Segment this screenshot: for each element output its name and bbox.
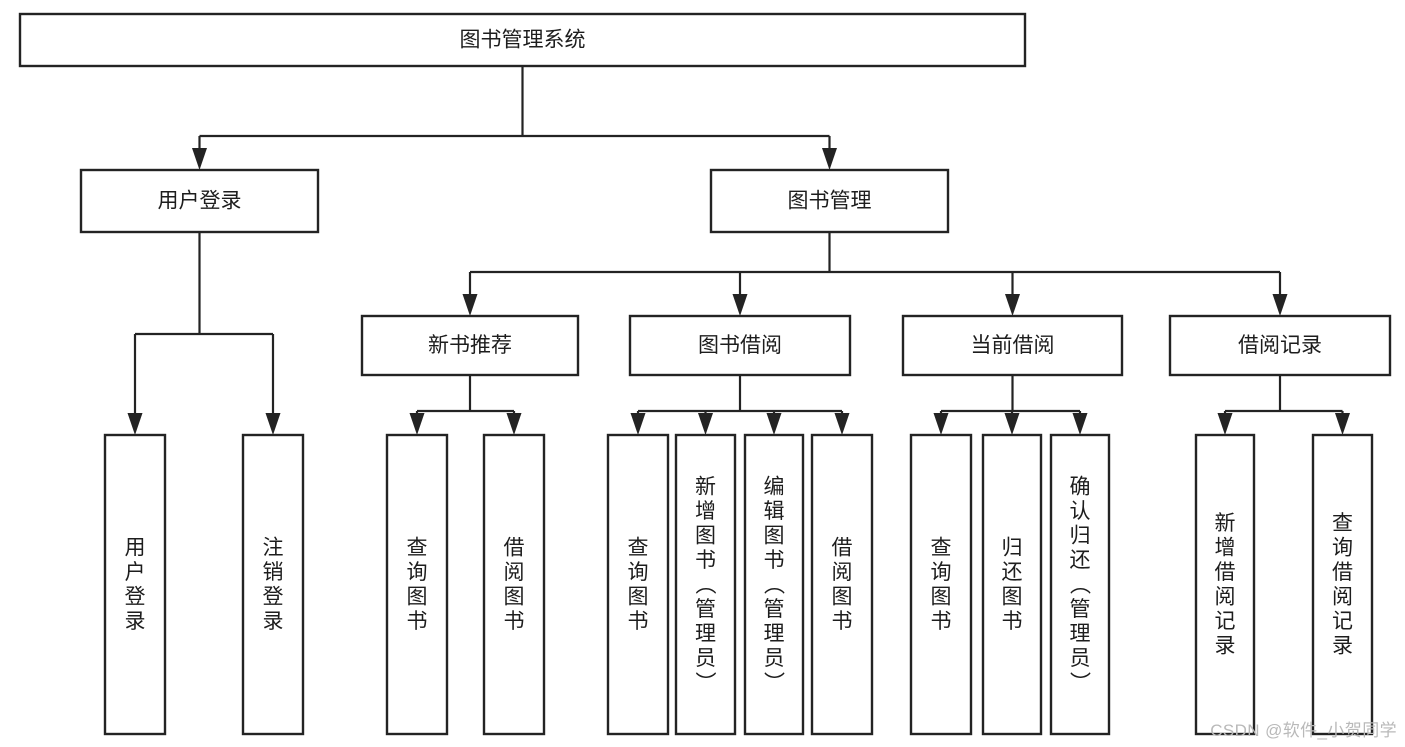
node-leaf-3[interactable]: 借阅图书 xyxy=(482,433,546,736)
watermark-label: CSDN @软件_小贺同学 xyxy=(1210,721,1397,740)
node-label: 新增借阅记录 xyxy=(1215,512,1236,658)
node-label: 借阅图书 xyxy=(832,537,853,634)
node-level3-3[interactable]: 借阅记录 xyxy=(1168,314,1392,377)
nodes-layer: 图书管理系统用户登录图书管理新书推荐图书借阅当前借阅借阅记录用户登录注销登录查询… xyxy=(18,12,1392,736)
node-label: 查询图书 xyxy=(931,537,952,634)
node-leaf-1[interactable]: 注销登录 xyxy=(241,433,305,736)
node-leaf-0[interactable]: 用户登录 xyxy=(103,433,167,736)
node-leaf-2[interactable]: 查询图书 xyxy=(385,433,449,736)
node-leaf-10[interactable]: 确认归还（管理员） xyxy=(1049,433,1111,736)
node-label: 用户登录 xyxy=(125,537,146,634)
node-level2-1[interactable]: 图书管理 xyxy=(709,168,950,234)
node-root[interactable]: 图书管理系统 xyxy=(18,12,1027,68)
node-label: 借阅图书 xyxy=(504,537,525,634)
node-level2-0[interactable]: 用户登录 xyxy=(79,168,320,234)
node-label: 查询图书 xyxy=(628,537,649,634)
node-level3-0[interactable]: 新书推荐 xyxy=(360,314,580,377)
node-leaf-7[interactable]: 借阅图书 xyxy=(810,433,874,736)
node-leaf-6[interactable]: 编辑图书（管理员） xyxy=(743,433,805,736)
node-label: 借阅记录 xyxy=(1238,334,1322,357)
node-label: 查询图书 xyxy=(407,537,428,634)
node-label: 图书管理 xyxy=(788,190,872,213)
node-label: 注销登录 xyxy=(263,537,284,634)
node-leaf-12[interactable]: 查询借阅记录 xyxy=(1311,433,1374,736)
node-leaf-5[interactable]: 新增图书（管理员） xyxy=(674,433,737,736)
node-label: 新增图书（管理员） xyxy=(695,475,717,694)
node-level3-1[interactable]: 图书借阅 xyxy=(628,314,852,377)
node-leaf-8[interactable]: 查询图书 xyxy=(909,433,973,736)
node-label: 图书管理系统 xyxy=(460,29,586,52)
node-label: 用户登录 xyxy=(158,190,242,213)
node-leaf-11[interactable]: 新增借阅记录 xyxy=(1194,433,1256,736)
edges-layer xyxy=(127,66,1350,435)
node-label: 归还图书 xyxy=(1002,537,1023,634)
node-leaf-4[interactable]: 查询图书 xyxy=(606,433,670,736)
node-label: 编辑图书（管理员） xyxy=(764,475,786,694)
node-label: 查询借阅记录 xyxy=(1332,512,1353,658)
node-label: 确认归还（管理员） xyxy=(1070,475,1092,694)
node-label: 当前借阅 xyxy=(971,334,1055,357)
node-label: 新书推荐 xyxy=(428,334,512,357)
node-level3-2[interactable]: 当前借阅 xyxy=(901,314,1124,377)
node-label: 图书借阅 xyxy=(698,334,782,357)
node-leaf-9[interactable]: 归还图书 xyxy=(981,433,1043,736)
